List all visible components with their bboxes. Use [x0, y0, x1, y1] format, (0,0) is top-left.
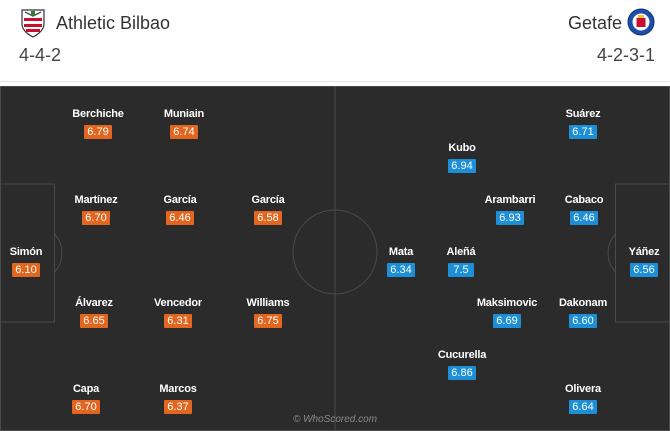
player-name: Yáñez: [628, 246, 660, 258]
player-card[interactable]: Olivera 6.64: [543, 383, 623, 415]
player-rating: 6.10: [12, 263, 40, 277]
player-name: García: [163, 194, 197, 206]
player-card[interactable]: Cucurella 6.86: [422, 349, 502, 381]
player-name: Maksimovic: [476, 297, 538, 309]
player-name: Mata: [388, 246, 414, 258]
player-name: Marcos: [159, 383, 197, 395]
player-name: Dakonam: [558, 297, 608, 309]
player-card[interactable]: Martínez 6.70: [56, 194, 136, 226]
player-rating: 6.60: [569, 314, 597, 328]
player-name: Williams: [246, 297, 290, 309]
player-rating: 6.74: [170, 125, 198, 139]
player-rating: 6.37: [164, 400, 192, 414]
getafe-crest-icon[interactable]: [626, 7, 656, 37]
player-card[interactable]: Marcos 6.37: [138, 383, 218, 415]
player-card[interactable]: Dakonam 6.60: [543, 297, 623, 329]
player-rating: 7.5: [448, 263, 474, 277]
player-rating: 6.71: [569, 125, 597, 139]
player-card[interactable]: Simón 6.10: [0, 246, 66, 278]
player-card[interactable]: Cabaco 6.46: [544, 194, 624, 226]
player-card[interactable]: Aleñá 7.5: [421, 246, 501, 278]
player-name: Álvarez: [75, 297, 113, 309]
away-team-name[interactable]: Getafe: [567, 13, 622, 33]
player-name: Cabaco: [564, 194, 604, 206]
player-name: Aleñá: [446, 246, 476, 258]
watermark: © WhoScored.com: [292, 414, 378, 425]
player-rating: 6.69: [493, 314, 521, 328]
player-rating: 6.79: [84, 125, 112, 139]
player-card[interactable]: Mata 6.34: [361, 246, 441, 278]
player-rating: 6.70: [82, 211, 110, 225]
player-card[interactable]: Maksimovic 6.69: [467, 297, 547, 329]
player-name: Muniain: [163, 108, 205, 120]
match-header: Athletic Bilbao 4-4-2 Getafe 4-2-3-1: [0, 0, 670, 82]
player-card[interactable]: Vencedor 6.31: [138, 297, 218, 329]
player-card[interactable]: Williams 6.75: [228, 297, 308, 329]
home-formation: 4-4-2: [19, 45, 62, 65]
player-name: García: [251, 194, 285, 206]
player-rating: 6.58: [254, 211, 282, 225]
away-formation: 4-2-3-1: [596, 45, 655, 65]
player-name: Kubo: [448, 142, 476, 154]
player-rating: 6.75: [254, 314, 282, 328]
player-rating: 6.65: [80, 314, 108, 328]
player-card[interactable]: Berchiche 6.79: [58, 108, 138, 140]
player-card[interactable]: Capa 6.70: [46, 383, 126, 415]
player-name: Cucurella: [437, 349, 487, 361]
player-rating: 6.86: [448, 366, 476, 380]
home-team-name[interactable]: Athletic Bilbao: [56, 13, 171, 33]
player-name: Suárez: [565, 108, 601, 120]
player-card[interactable]: García 6.58: [228, 194, 308, 226]
player-rating: 6.94: [448, 159, 476, 173]
player-name: Arambarri: [484, 194, 536, 206]
player-card[interactable]: Kubo 6.94: [422, 142, 502, 174]
player-card[interactable]: Muniain 6.74: [144, 108, 224, 140]
player-rating: 6.70: [72, 400, 100, 414]
player-rating: 6.46: [166, 211, 194, 225]
player-name: Simón: [9, 246, 43, 258]
player-name: Vencedor: [154, 297, 202, 309]
pitch: Berchiche 6.79 Muniain 6.74 Martínez 6.7…: [0, 86, 670, 431]
player-name: Capa: [72, 383, 100, 395]
player-card[interactable]: Suárez 6.71: [543, 108, 623, 140]
player-card[interactable]: García 6.46: [140, 194, 220, 226]
player-rating: 6.46: [570, 211, 598, 225]
player-name: Berchiche: [72, 108, 124, 120]
player-rating: 6.34: [387, 263, 415, 277]
player-rating: 6.64: [569, 400, 597, 414]
player-card[interactable]: Arambarri 6.93: [470, 194, 550, 226]
player-name: Olivera: [565, 383, 601, 395]
player-name: Martínez: [74, 194, 118, 206]
player-rating: 6.31: [164, 314, 192, 328]
player-rating: 6.56: [630, 263, 658, 277]
player-rating: 6.93: [496, 211, 524, 225]
player-card[interactable]: Yáñez 6.56: [604, 246, 670, 278]
player-card[interactable]: Álvarez 6.65: [54, 297, 134, 329]
athletic-bilbao-crest-icon[interactable]: [20, 8, 46, 38]
